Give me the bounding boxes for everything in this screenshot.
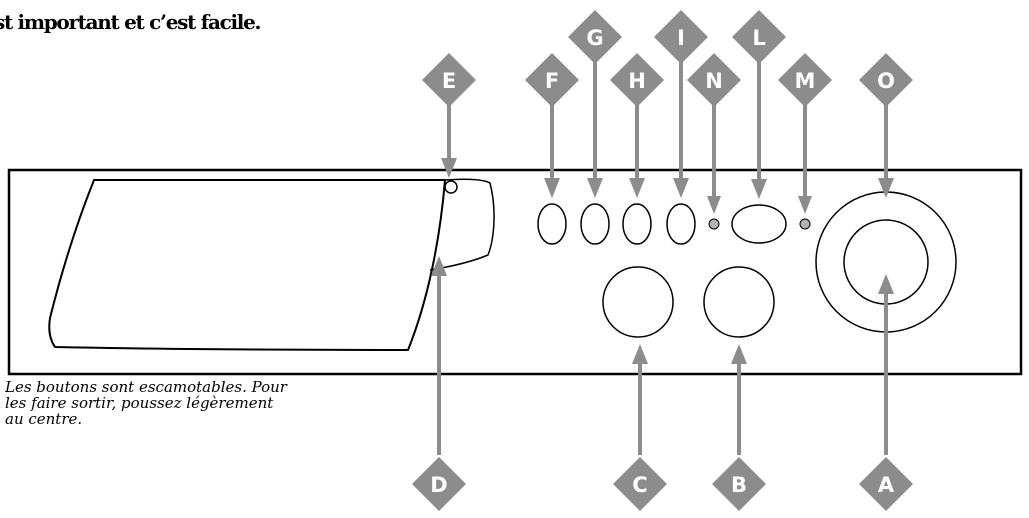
caption-line: les faire sortir, poussez légèrement	[5, 394, 274, 412]
arrowhead-b	[731, 344, 747, 364]
caption-note: Les boutons sont escamotables. Pour les …	[5, 379, 425, 427]
marker-n: N	[687, 53, 741, 107]
marker-c: C	[613, 457, 667, 511]
arrowhead-i	[673, 178, 689, 198]
detergent-drawer	[48, 179, 447, 352]
marker-o-diamond	[859, 53, 913, 107]
marker-e-letter: E	[442, 69, 456, 93]
arrowhead-m	[798, 196, 812, 214]
caption-line: au centre.	[5, 410, 83, 428]
indicator-light-n	[708, 218, 720, 230]
marker-l-letter: L	[752, 26, 765, 50]
marker-h-letter: H	[628, 69, 646, 93]
marker-b: B	[712, 457, 766, 511]
marker-h: H	[610, 53, 664, 107]
marker-i: I	[654, 10, 708, 64]
marker-d-letter: D	[430, 473, 447, 497]
arrowhead-c	[632, 344, 648, 364]
marker-g-letter: G	[586, 26, 603, 50]
marker-b-diamond	[712, 457, 766, 511]
option-button-h	[622, 203, 652, 245]
arrowhead-h	[629, 178, 645, 198]
marker-a-letter: A	[878, 473, 895, 497]
marker-e-diamond	[422, 53, 476, 107]
marker-f-diamond	[525, 53, 579, 107]
round-knob-c	[602, 266, 674, 338]
marker-m-letter: M	[795, 69, 816, 93]
caption-line: Les boutons sont escamotables. Pour	[5, 378, 287, 396]
arrowhead-o	[878, 178, 894, 198]
marker-n-letter: N	[705, 69, 723, 93]
marker-b-letter: B	[731, 473, 747, 497]
arrowhead-a	[878, 274, 894, 294]
marker-e: E	[422, 53, 476, 107]
marker-d-diamond	[412, 457, 466, 511]
marker-i-diamond	[654, 10, 708, 64]
start-button-l	[731, 204, 787, 244]
marker-o-letter: O	[877, 69, 895, 93]
marker-c-letter: C	[632, 473, 647, 497]
marker-g: G	[568, 10, 622, 64]
marker-o: O	[859, 53, 913, 107]
marker-f: F	[525, 53, 579, 107]
marker-c-diamond	[613, 457, 667, 511]
arrowhead-g	[587, 178, 603, 198]
drawer-handle	[444, 180, 458, 194]
marker-m: M	[778, 53, 832, 107]
pointer-arrowheads	[431, 158, 894, 364]
drawer-handle-shell	[429, 178, 495, 271]
arrowhead-f	[544, 178, 560, 198]
marker-m-diamond	[778, 53, 832, 107]
page-heading: st important et c’est facile.	[0, 10, 262, 34]
arrowhead-n	[707, 196, 721, 214]
arrowhead-d	[431, 256, 447, 276]
marker-i-letter: I	[677, 26, 685, 50]
marker-n-diamond	[687, 53, 741, 107]
pointer-lines	[437, 60, 888, 455]
marker-g-diamond	[568, 10, 622, 64]
arrowhead-e	[441, 158, 457, 178]
control-panel-outline	[7, 168, 1023, 376]
option-button-g	[580, 203, 610, 245]
option-button-i	[666, 203, 696, 245]
arrowhead-l	[751, 179, 767, 199]
marker-f-letter: F	[545, 69, 559, 93]
marker-l-diamond	[732, 10, 786, 64]
option-button-f	[537, 203, 567, 245]
marker-a-diamond	[859, 457, 913, 511]
marker-d: D	[412, 457, 466, 511]
marker-l: L	[732, 10, 786, 64]
round-knob-b	[703, 266, 775, 338]
marker-a: A	[859, 457, 913, 511]
marker-h-diamond	[610, 53, 664, 107]
indicator-light-m	[799, 218, 811, 230]
